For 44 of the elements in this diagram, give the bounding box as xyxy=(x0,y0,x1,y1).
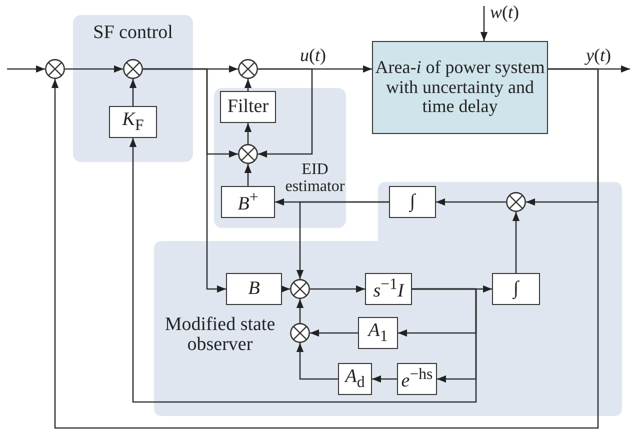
signal-arrow xyxy=(310,285,365,293)
transfer-block: ∫ xyxy=(389,186,436,218)
group-panel xyxy=(154,182,622,416)
signal-arrow xyxy=(51,68,599,429)
signal-arrow xyxy=(244,164,252,186)
group-panel xyxy=(214,88,346,228)
signal-arrow xyxy=(281,285,290,293)
panel-title: Modified state observer xyxy=(164,315,276,355)
signal-arrow xyxy=(512,212,520,273)
transfer-block: K$_{F}$ xyxy=(109,106,157,138)
transfer-block: B xyxy=(226,273,282,305)
signal-arrow xyxy=(7,65,45,73)
signal-arrow xyxy=(436,198,506,206)
signal-label: u(t) xyxy=(300,46,326,64)
plant-block: Area-i of power system with uncertainty and time delay xyxy=(372,41,548,134)
transfer-block: B$^{+}$ xyxy=(221,186,275,218)
signal-label: w(t) xyxy=(490,3,520,21)
signal-arrow xyxy=(296,201,389,279)
transfer-block: A$_{1}$ xyxy=(358,317,398,349)
signal-arrow xyxy=(143,68,226,293)
signal-arrow xyxy=(310,329,358,337)
signal-arrow xyxy=(296,343,338,380)
signal-arrow xyxy=(372,375,397,383)
signal-arrow xyxy=(129,138,477,403)
group-panel xyxy=(73,15,193,162)
transfer-block: Filter xyxy=(220,91,276,123)
signal-arrow xyxy=(129,79,137,106)
signal-arrow xyxy=(258,68,313,158)
transfer-block: ∫ xyxy=(492,273,540,305)
summing-junction xyxy=(123,59,143,79)
summing-junction xyxy=(238,59,258,79)
signal-arrow xyxy=(296,299,304,323)
summing-junction xyxy=(238,144,258,164)
signal-arrow xyxy=(244,123,252,144)
summing-junction xyxy=(45,59,65,79)
signal-arrow xyxy=(480,6,488,41)
signal-arrow xyxy=(244,79,252,91)
panel-title: EID estimator xyxy=(284,162,346,196)
transfer-block: A$_{d}$ xyxy=(338,363,372,395)
transfer-block: s$^{−1}$I xyxy=(365,273,412,305)
signal-arrow xyxy=(65,65,123,73)
transfer-block: e$^{−hs}$ xyxy=(397,363,437,395)
panel-title: SF control xyxy=(92,23,174,43)
signal-label: y(t) xyxy=(586,46,612,64)
